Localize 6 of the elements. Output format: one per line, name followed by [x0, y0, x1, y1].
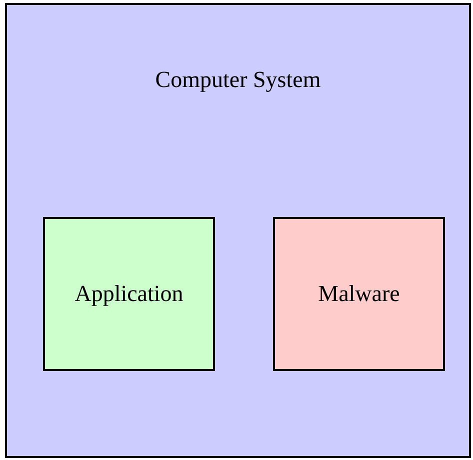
component-box — [273, 217, 445, 371]
component-box — [43, 217, 215, 371]
component-label: Application — [74, 281, 184, 307]
container-title: Computer System — [155, 67, 321, 93]
component-label: Malware — [318, 281, 400, 307]
system-container — [5, 3, 471, 458]
